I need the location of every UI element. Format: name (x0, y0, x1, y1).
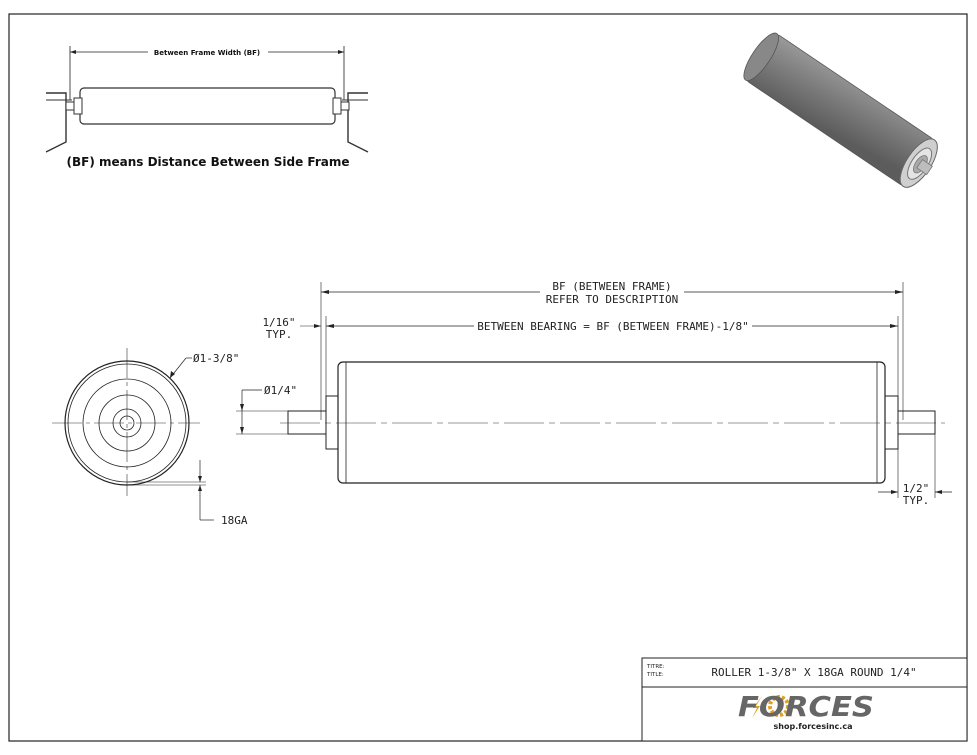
forces-logo: FORCES shop.forcesinc.ca (738, 690, 874, 731)
title-label-fr: TITRE: (646, 664, 665, 670)
lightning-icon (752, 696, 762, 718)
gap-typ-label: TYP. (266, 328, 293, 341)
roller-side-view: BF (BETWEEN FRAME) REFER TO DESCRIPTION … (236, 280, 952, 507)
shaft-diameter-label: Ø1/4" (264, 384, 297, 397)
logo-text: FORCES (738, 690, 874, 723)
title-block: TITRE: TITLE: ROLLER 1-3/8" X 18GA ROUND… (641, 657, 968, 742)
roller-end-view: Ø1-3/8" 18GA (52, 348, 248, 527)
gap-dimension-label: 1/16" (262, 316, 295, 329)
roller-3d-view (743, 32, 938, 188)
drawing-title: ROLLER 1-3/8" X 18GA ROUND 1/4" (711, 666, 916, 679)
bf-width-label: Between Frame Width (BF) (154, 49, 260, 57)
bf-dimension-label: BF (BETWEEN FRAME) (552, 280, 671, 293)
gear-icon (768, 695, 790, 717)
bf-inset: Between Frame Width (BF) (BF) means Dist… (45, 46, 369, 169)
shaft-extension-typ-label: TYP. (903, 494, 930, 507)
title-label-en: TITLE: (646, 672, 664, 678)
inset-roller (79, 87, 336, 125)
logo-url: shop.forcesinc.ca (774, 722, 853, 731)
bf-refer-label: REFER TO DESCRIPTION (546, 293, 678, 306)
gauge-label: 18GA (221, 514, 248, 527)
shaft-extension-label: 1/2" (903, 482, 930, 495)
tube-diameter-label: Ø1-3/8" (193, 352, 239, 365)
sheet-border (8, 13, 968, 742)
bf-caption: (BF) means Distance Between Side Frame (67, 155, 350, 169)
between-bearing-label: BETWEEN BEARING = BF (BETWEEN FRAME)-1/8… (477, 320, 749, 333)
